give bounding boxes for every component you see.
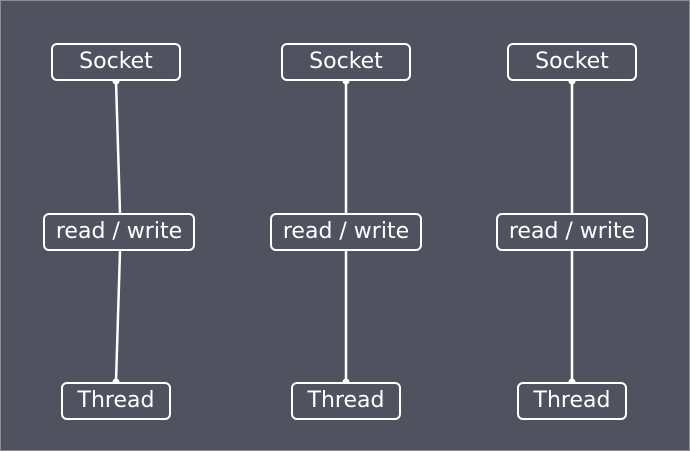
read-write-label: read / write — [282, 219, 410, 244]
read-write-node-1: read / write — [43, 213, 195, 251]
read-write-label: read / write — [55, 219, 183, 244]
connector-socket-to-io-1 — [114, 80, 122, 214]
thread-label: Thread — [533, 388, 611, 413]
socket-node-1: Socket — [51, 43, 181, 81]
socket-label: Socket — [79, 49, 153, 74]
thread-node-1: Thread — [61, 382, 171, 420]
connector-io-to-thread-1 — [114, 250, 122, 383]
read-write-label: read / write — [508, 219, 636, 244]
thread-node-3: Thread — [517, 382, 627, 420]
socket-node-3: Socket — [507, 43, 637, 81]
thread-label: Thread — [77, 388, 155, 413]
read-write-node-3: read / write — [496, 213, 648, 251]
socket-node-2: Socket — [281, 43, 411, 81]
thread-node-2: Thread — [291, 382, 401, 420]
socket-label: Socket — [309, 49, 383, 74]
thread-label: Thread — [307, 388, 385, 413]
socket-label: Socket — [535, 49, 609, 74]
read-write-node-2: read / write — [270, 213, 422, 251]
